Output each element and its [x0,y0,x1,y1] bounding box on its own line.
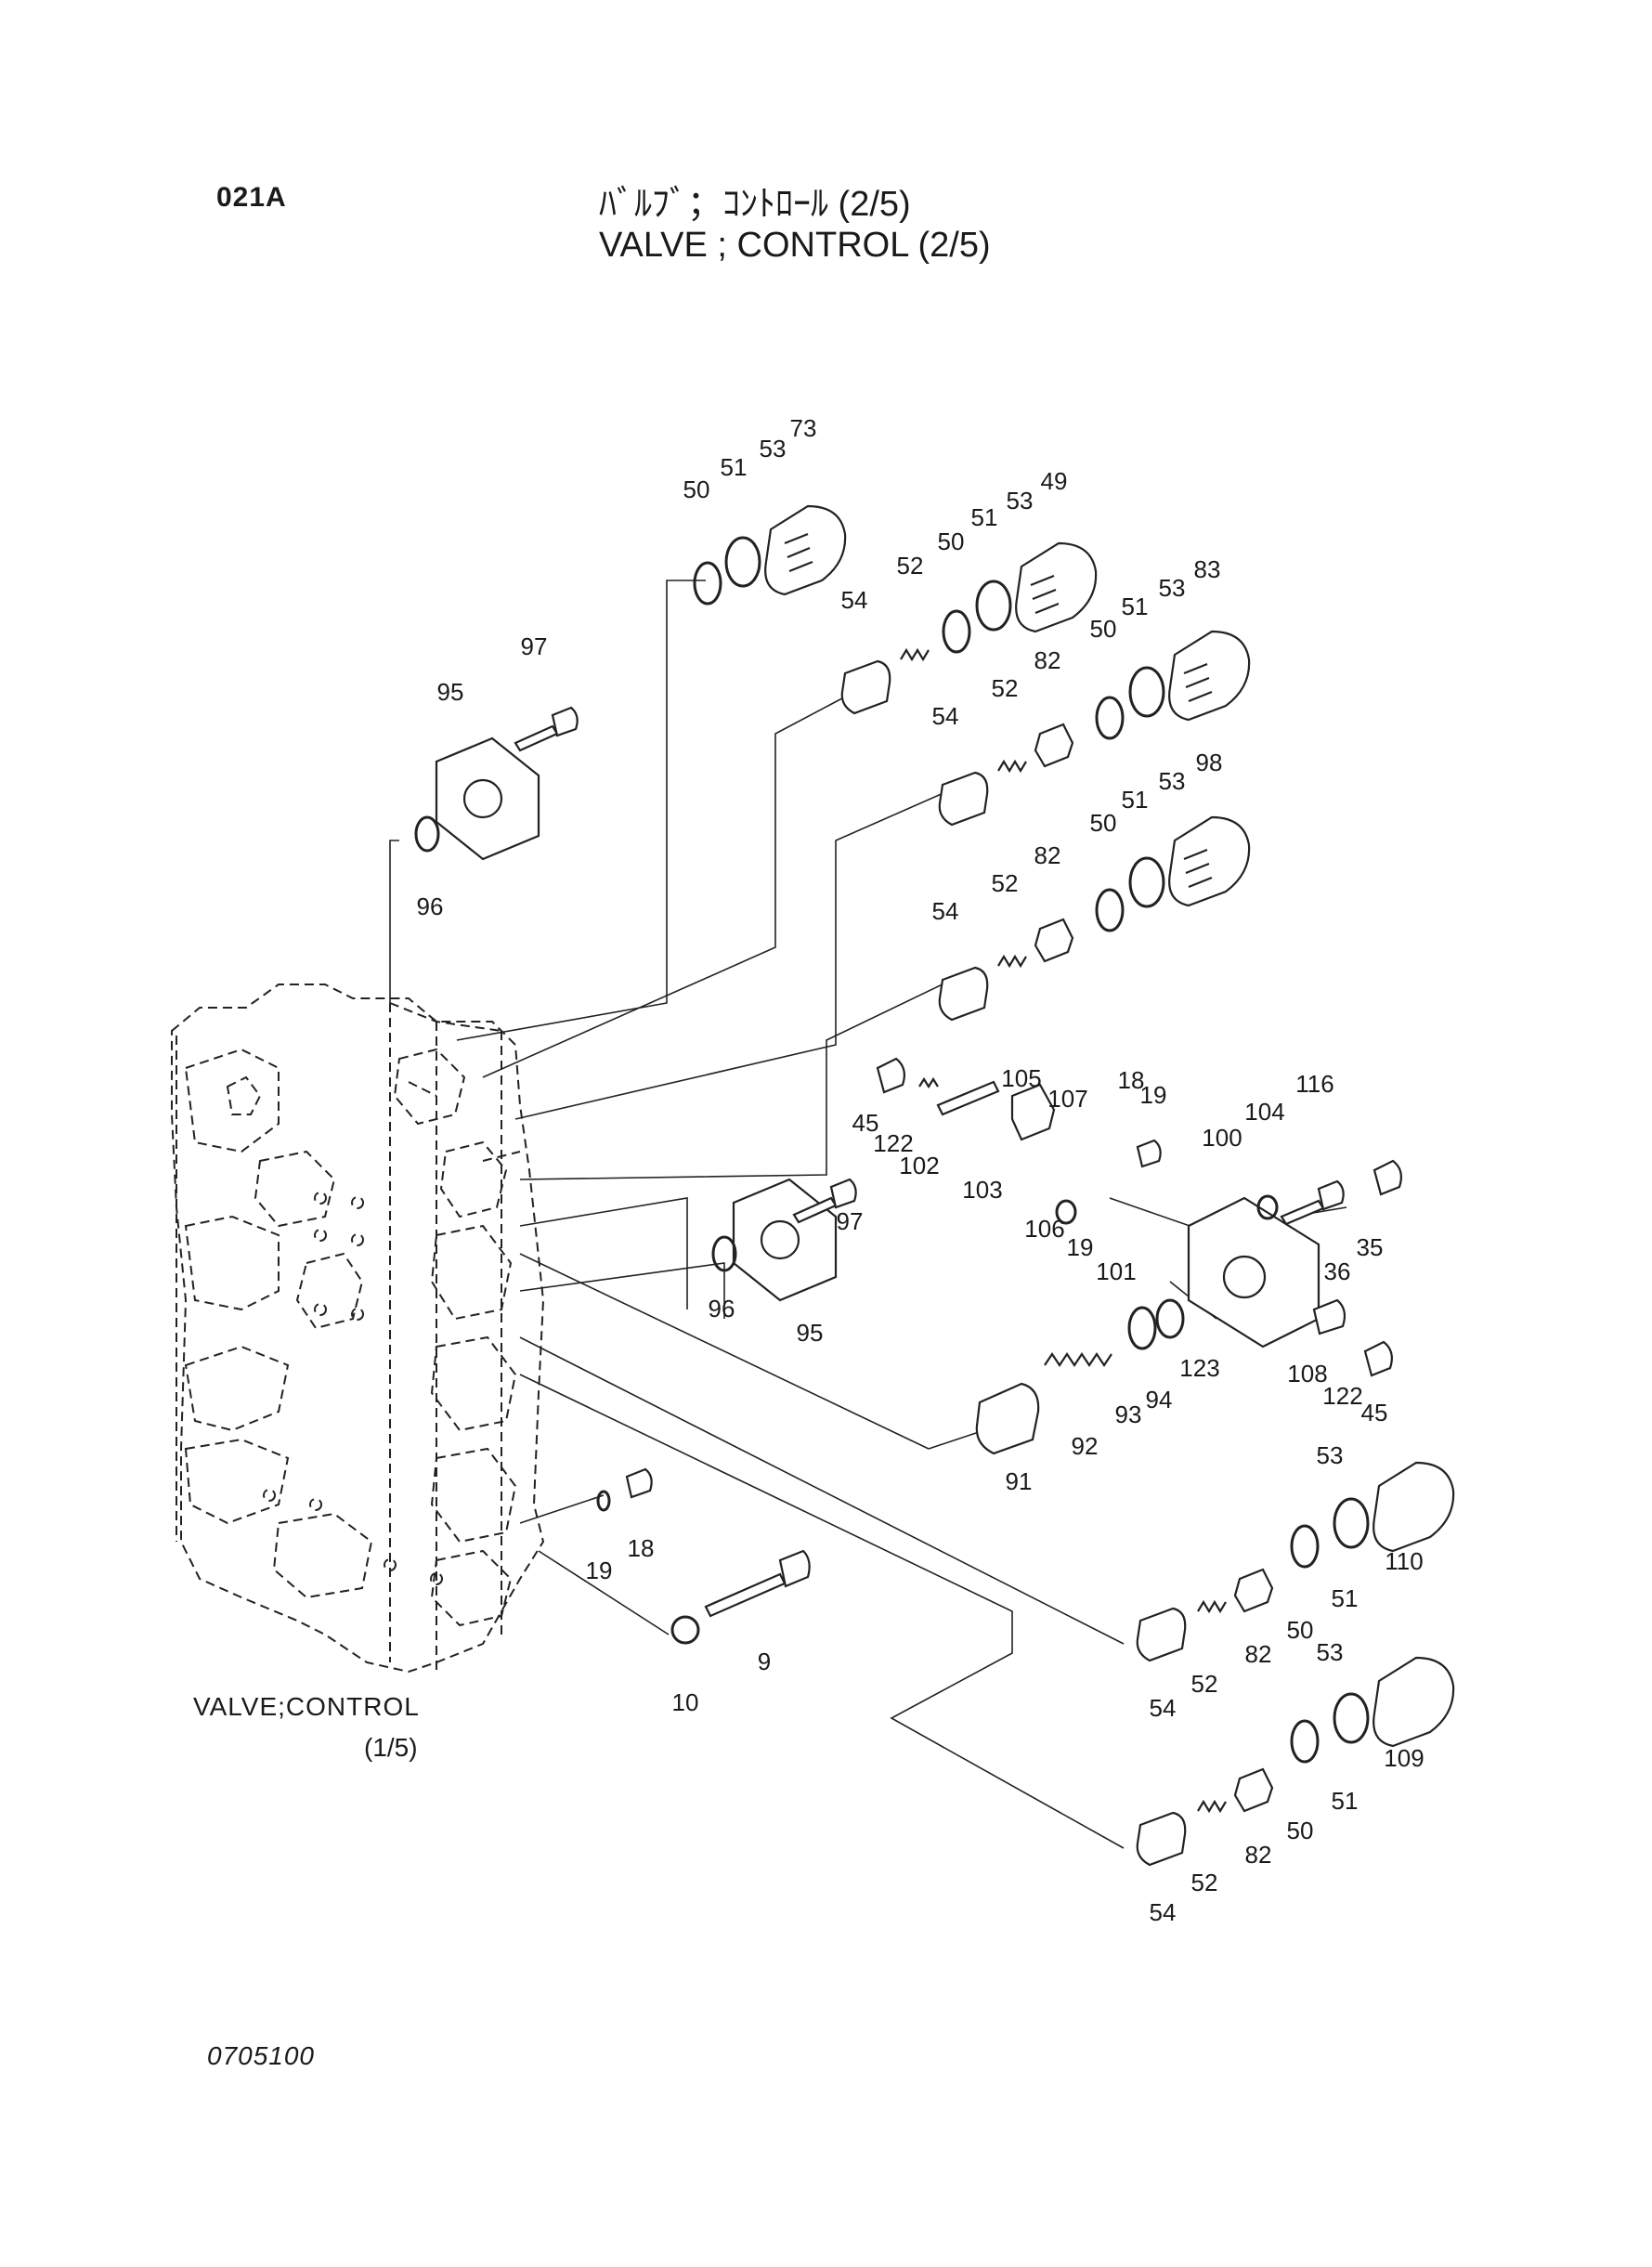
part-label-54: 54 [932,897,959,925]
part-label-109: 109 [1384,1744,1424,1772]
part-label-50: 50 [1090,809,1117,837]
part-label-107: 107 [1047,1085,1087,1113]
part-label-123: 123 [1179,1354,1219,1382]
part-label-19: 19 [1140,1081,1167,1109]
part-label-10: 10 [672,1688,699,1716]
part-label-98: 98 [1196,749,1223,776]
part-label-51: 51 [1122,786,1149,814]
part-label-36: 36 [1324,1257,1351,1285]
part-label-82: 82 [1034,646,1061,674]
part-label-53: 53 [1159,767,1186,795]
diagram-code: 021A [216,182,287,213]
part-label-50: 50 [1287,1616,1314,1644]
part-label-18: 18 [628,1534,655,1562]
part-label-97: 97 [837,1207,864,1235]
part-label-54: 54 [1150,1694,1177,1722]
part-label-50: 50 [1287,1817,1314,1844]
part-label-104: 104 [1244,1098,1284,1126]
part-label-9: 9 [758,1648,771,1675]
part-label-54: 54 [841,586,868,614]
part-label-92: 92 [1072,1432,1099,1460]
part-label-51: 51 [971,503,998,531]
part-label-54: 54 [1150,1898,1177,1926]
part-label-96: 96 [417,892,444,920]
part-label-82: 82 [1245,1640,1272,1668]
diagram-title-jp: ﾊﾞﾙﾌﾞ；ｺﾝﾄﾛｰﾙ (2/5) [599,185,911,224]
part-label-108: 108 [1287,1360,1327,1388]
part-label-116: 116 [1295,1070,1333,1098]
part-label-52: 52 [897,552,924,580]
leader-lines [389,580,1347,1849]
part-label-101: 101 [1096,1257,1136,1285]
part-label-51: 51 [1332,1584,1359,1612]
part-label-53: 53 [760,435,787,463]
part-label-18: 18 [1118,1066,1145,1094]
part-label-51: 51 [1122,593,1149,620]
reference-label: VALVE;CONTROL [193,1692,420,1721]
part-label-93: 93 [1115,1401,1142,1428]
part-label-103: 103 [962,1176,1002,1204]
part-label-45: 45 [852,1109,879,1137]
parts-shapes [414,504,1455,1867]
part-label-97: 97 [521,632,548,660]
part-label-52: 52 [1191,1670,1218,1698]
diagram-title-en: VALVE ; CONTROL (2/5) [599,226,991,265]
part-label-83: 83 [1194,555,1221,583]
part-label-82: 82 [1245,1841,1272,1869]
part-label-122: 122 [873,1129,913,1157]
part-label-96: 96 [709,1295,735,1322]
part-label-122: 122 [1322,1382,1362,1410]
part-label-50: 50 [683,476,710,503]
part-label-19: 19 [1067,1233,1094,1261]
part-label-51: 51 [1332,1787,1359,1815]
part-label-105: 105 [1001,1064,1041,1092]
part-label-35: 35 [1357,1233,1384,1261]
part-label-51: 51 [721,453,748,481]
part-label-82: 82 [1034,841,1061,869]
part-label-94: 94 [1146,1386,1173,1414]
part-label-95: 95 [797,1319,824,1347]
part-label-52: 52 [992,869,1019,897]
valve-body-outline [171,984,545,1674]
part-label-100: 100 [1202,1124,1242,1152]
part-label-54: 54 [932,702,959,730]
part-label-102: 102 [899,1152,939,1179]
part-label-52: 52 [1191,1869,1218,1896]
part-label-53: 53 [1007,487,1034,515]
part-label-53: 53 [1159,574,1186,602]
part-label-106: 106 [1024,1215,1064,1243]
part-label-50: 50 [1090,615,1117,643]
part-label-95: 95 [437,678,464,706]
part-label-50: 50 [938,528,965,555]
part-label-53: 53 [1317,1441,1344,1469]
part-label-91: 91 [1006,1467,1033,1495]
part-label-45: 45 [1361,1399,1388,1427]
part-label-53: 53 [1317,1638,1344,1666]
part-label-19: 19 [586,1557,613,1584]
reference-page: (1/5) [364,1733,418,1762]
part-label-49: 49 [1041,467,1068,495]
part-label-110: 110 [1385,1547,1423,1575]
part-label-73: 73 [790,414,817,442]
document-number: 0705100 [207,2041,316,2070]
part-label-52: 52 [992,674,1019,702]
